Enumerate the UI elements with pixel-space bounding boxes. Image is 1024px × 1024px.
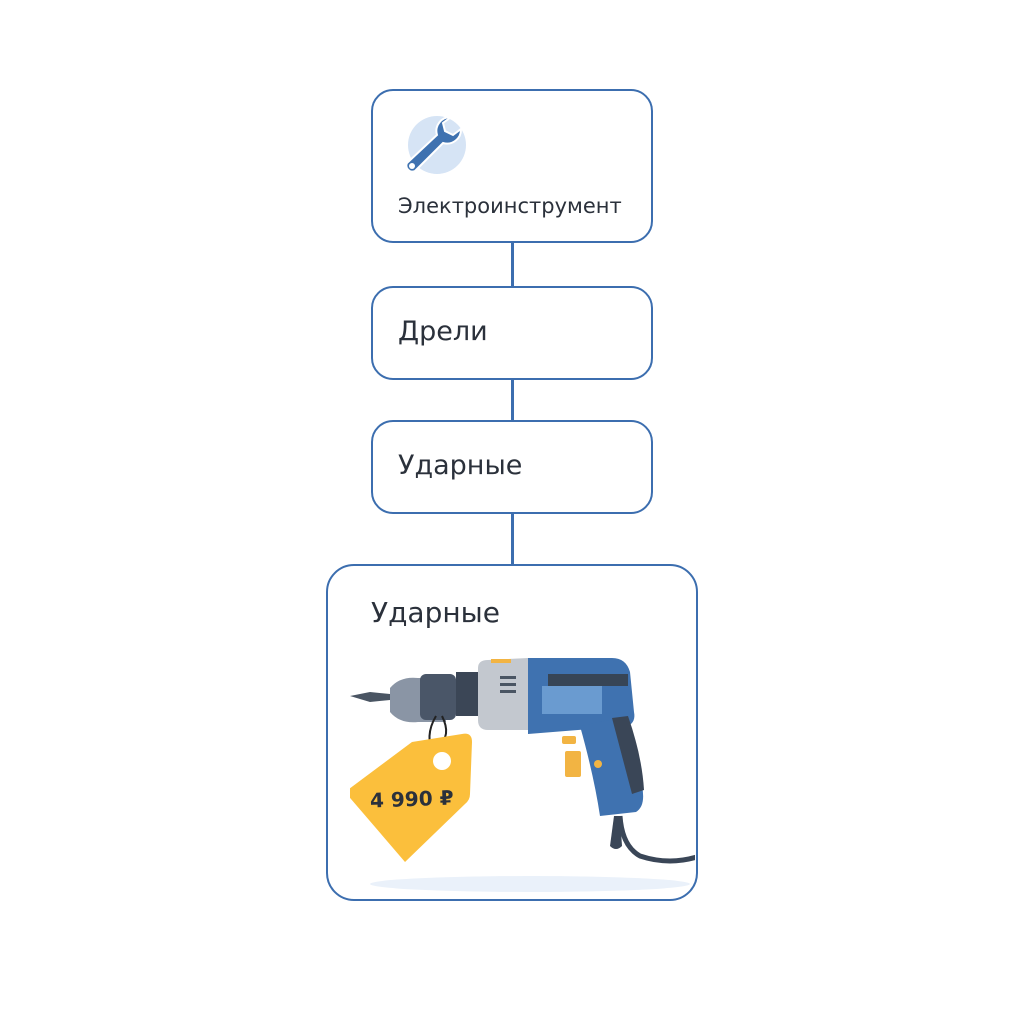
price-label: 4 990 ₽ <box>369 785 454 813</box>
connector-line <box>511 243 514 286</box>
category-node-power-tools[interactable]: Электроинструмент <box>371 89 653 243</box>
category-node-drills[interactable]: Дрели <box>371 286 653 380</box>
wrench-icon <box>405 115 466 174</box>
product-card[interactable]: Ударные 4 990 ₽ <box>326 564 698 901</box>
category-node-impact[interactable]: Ударные <box>371 420 653 514</box>
price-tag-icon <box>350 733 472 862</box>
impact-drill-image <box>350 658 695 892</box>
node-label: Электроинструмент <box>398 194 622 218</box>
node-label: Дрели <box>398 316 488 347</box>
connector-line <box>511 380 514 420</box>
product-title: Ударные <box>371 596 500 629</box>
connector-line <box>511 514 514 564</box>
node-label: Ударные <box>398 450 523 481</box>
